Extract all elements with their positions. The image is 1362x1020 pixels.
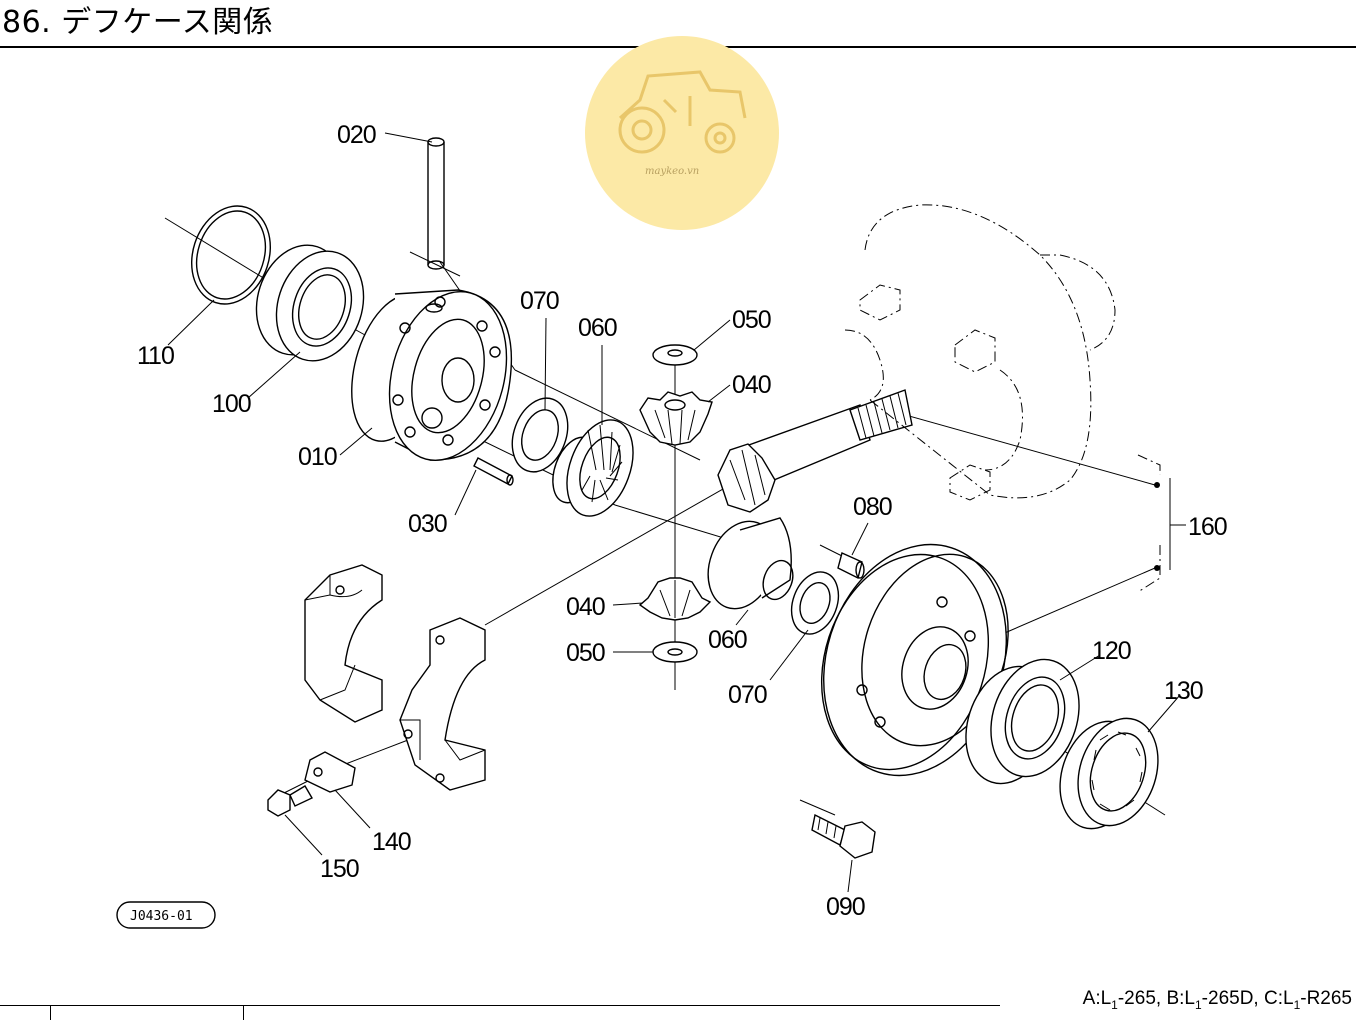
callout-030: 030: [408, 510, 447, 538]
part-070-washer-top: [511, 397, 569, 473]
part-140-lock-plate: [304, 751, 356, 793]
model-c: -R265: [1300, 988, 1352, 1009]
part-130-lock-nut: [1059, 717, 1159, 830]
callout-160: 160: [1188, 513, 1227, 541]
callout-110: 110: [137, 342, 174, 370]
part-030-pin: [473, 457, 514, 486]
part-ring-gear: [820, 543, 1009, 777]
callout-010: 010: [298, 443, 337, 471]
part-100-bearing: [255, 244, 365, 362]
part-090-bolt: [811, 813, 876, 859]
callout-060-top: 060: [578, 314, 617, 342]
callout-leaders: [167, 132, 1181, 893]
callout-040-top: 040: [732, 371, 771, 399]
watermark-logo: maykeo.vn: [585, 36, 779, 230]
part-160-housing: [844, 204, 1186, 593]
model-a: -265,: [1117, 988, 1162, 1009]
callout-140: 140: [372, 828, 411, 856]
callout-100: 100: [212, 390, 251, 418]
drawing-code: J0436-01: [130, 909, 193, 924]
part-120-bearing: [965, 658, 1080, 785]
callout-120: 120: [1092, 637, 1131, 665]
callout-labels: 020 110 100 010 030 070 060 050 040 160 …: [137, 121, 1228, 921]
callout-070-bottom: 070: [728, 681, 767, 709]
part-080-pin: [837, 552, 865, 580]
part-010-diff-case: [351, 289, 513, 462]
model-a-label: A:L: [1082, 988, 1112, 1009]
footer-divider: [0, 1005, 1000, 1006]
model-b-sub: 1: [1194, 997, 1202, 1012]
model-c-label: C:L: [1263, 988, 1294, 1009]
callout-080: 080: [853, 493, 892, 521]
part-pinion-shaft: [717, 389, 913, 513]
model-applicability: A:L1-265, B:L1-265D, C:L1-R265: [1083, 988, 1352, 1012]
part-110-snap-ring: [190, 205, 272, 305]
drawing-code-badge: J0436-01: [116, 901, 216, 929]
callout-020: 020: [337, 121, 376, 149]
page-title: 86. デフケース関係: [2, 5, 274, 40]
part-020-pin: [427, 137, 445, 270]
watermark-text: maykeo.vn: [645, 166, 699, 177]
tractor-icon: [618, 70, 747, 154]
footer-tick: [243, 1005, 244, 1020]
part-bearing-cap-right: [399, 617, 486, 791]
part-150-bolt: [267, 785, 313, 817]
model-b-label: B:L: [1166, 988, 1195, 1009]
part-bearing-cap-left: [304, 564, 383, 723]
part-050-washer-top: [652, 344, 698, 366]
model-a-sub: 1: [1111, 997, 1118, 1012]
callout-040-bottom: 040: [566, 593, 605, 621]
part-070-washer-bottom: [790, 571, 840, 635]
part-050-washer-bottom: [652, 641, 698, 663]
callout-050-bottom: 050: [566, 639, 605, 667]
part-040-gear-bottom: [638, 577, 712, 621]
callout-050-top: 050: [732, 306, 771, 334]
part-060-gear-bottom: [707, 517, 794, 610]
callout-130: 130: [1164, 677, 1203, 705]
part-060-gear-top: [552, 419, 634, 517]
callout-150: 150: [320, 855, 359, 883]
callout-090: 090: [826, 893, 865, 921]
callout-060-bottom: 060: [708, 626, 747, 654]
part-040-gear-top: [639, 391, 713, 446]
footer-tick: [50, 1005, 51, 1020]
model-b: -265D,: [1201, 988, 1259, 1009]
model-c-sub: 1: [1293, 997, 1301, 1012]
callout-070-top: 070: [520, 287, 559, 315]
